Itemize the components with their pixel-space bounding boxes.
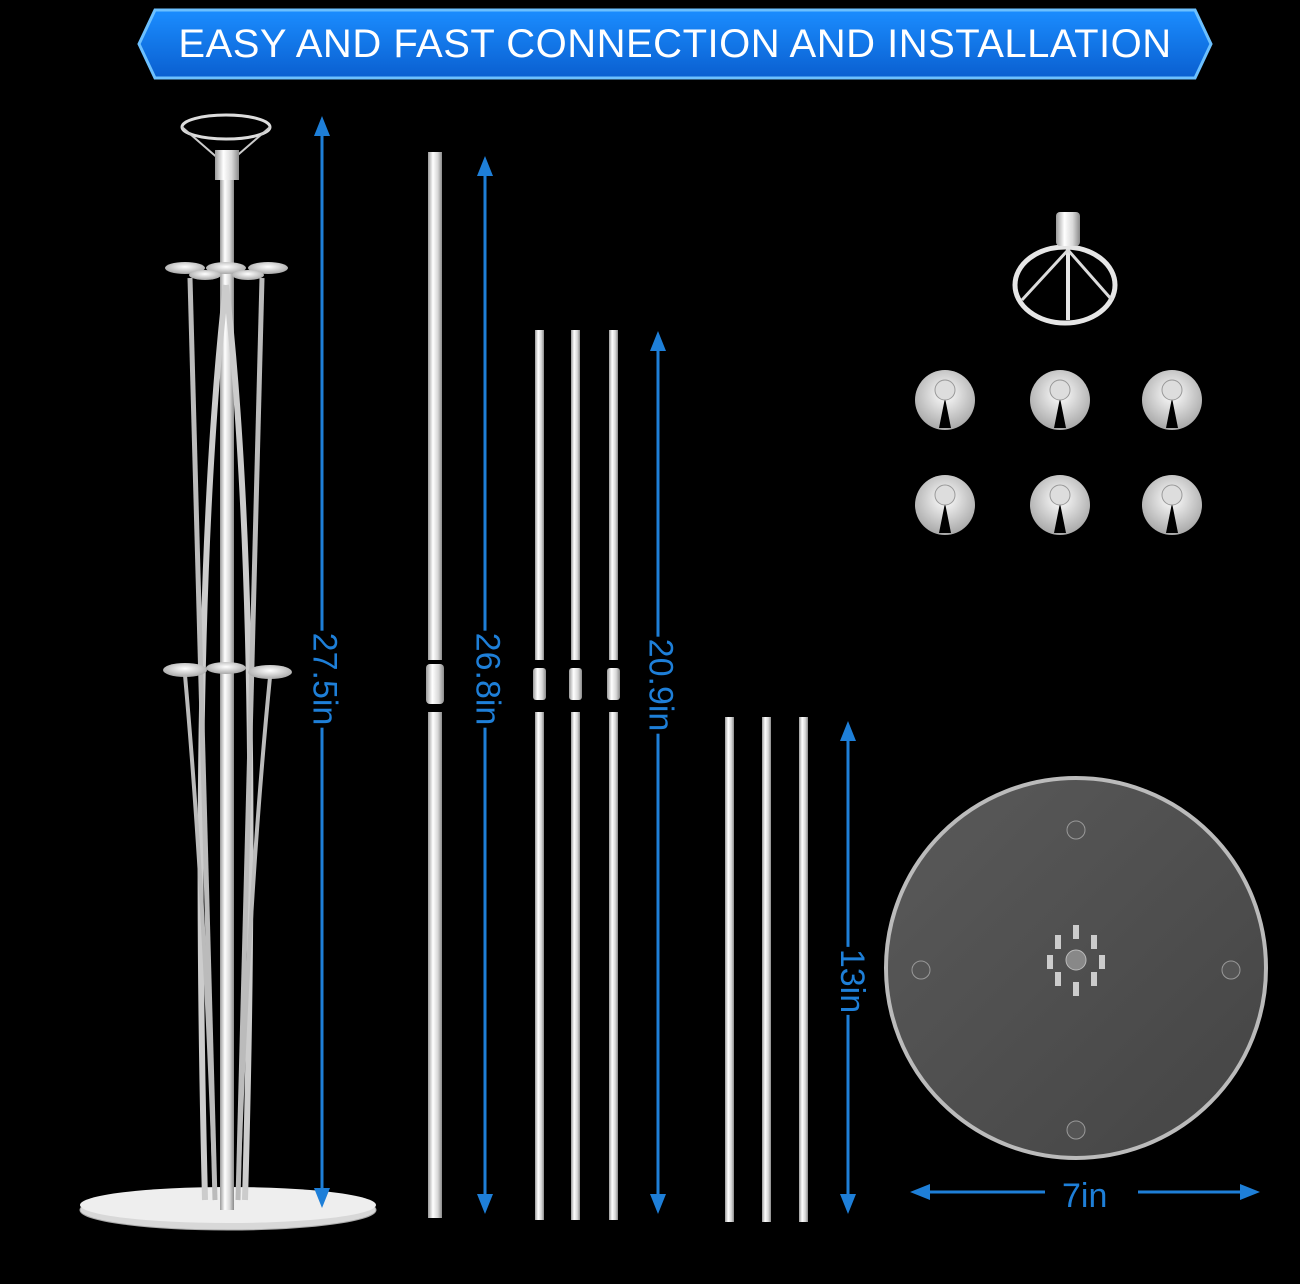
base-diameter-label: 7in xyxy=(1060,1175,1110,1217)
top-ring-part xyxy=(1012,212,1118,326)
banner-shape xyxy=(137,8,1213,80)
stand-height-label: 27.5in xyxy=(303,630,346,728)
mid-rods xyxy=(533,330,620,1220)
assembled-stand xyxy=(79,113,377,1231)
title-banner: EASY AND FAST CONNECTION AND INSTALLATIO… xyxy=(135,6,1215,82)
long-rod-length-label: 26.8in xyxy=(466,630,509,728)
short-rods xyxy=(725,717,808,1222)
round-base xyxy=(884,776,1268,1160)
balloon-cups xyxy=(915,370,1202,535)
long-rod xyxy=(426,152,444,1218)
short-rods-length-label: 13in xyxy=(831,946,874,1016)
base-dimension-line xyxy=(910,1184,1260,1200)
mid-rods-dimension-line xyxy=(650,331,666,1214)
banner-title: EASY AND FAST CONNECTION AND INSTALLATIO… xyxy=(178,21,1172,66)
mid-rods-length-label: 20.9in xyxy=(639,636,682,734)
